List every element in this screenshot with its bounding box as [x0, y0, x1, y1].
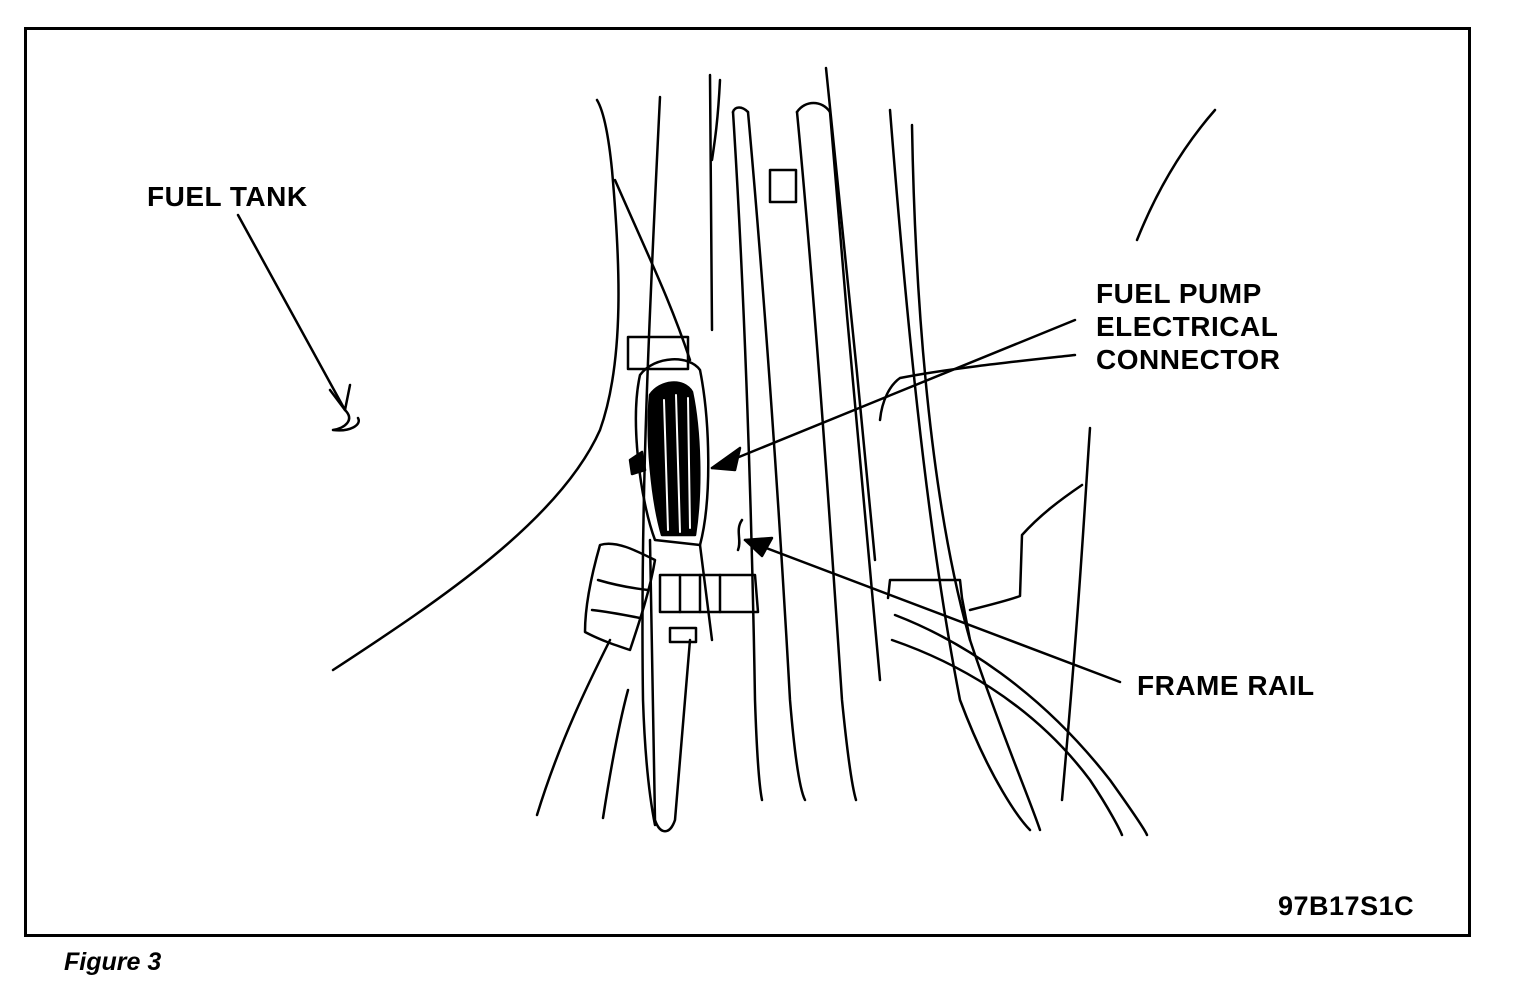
connector-pointer-tail	[878, 353, 1077, 422]
lower-left-line-2	[601, 688, 630, 820]
frame-rail-member-3	[731, 106, 750, 114]
fuel-tank-outline	[331, 98, 620, 672]
fuel-line-fitting	[658, 573, 760, 614]
hose-curve-1	[890, 638, 1124, 837]
frame-rail-arrowhead	[743, 536, 774, 558]
frame-rail-bracket-top	[710, 78, 722, 162]
fuel-tank-arrowhead	[328, 383, 352, 412]
fuel-pump-connector-label: FUEL PUMP ELECTRICAL CONNECTOR	[1096, 277, 1280, 376]
hose-curve-2	[893, 613, 1149, 837]
fuel-pump-connector-label-line-3: CONNECTOR	[1096, 344, 1281, 375]
frame-rail-outer-3	[910, 123, 1042, 832]
connector-arrowhead	[710, 446, 742, 472]
frame-rail-mount	[626, 335, 690, 371]
harness-wrap-folds	[590, 578, 650, 620]
fuel-line-fitting-rings	[678, 573, 722, 614]
lower-left-line-1	[535, 638, 612, 817]
fuel-pump-connector-label-line-2: ELECTRICAL	[1096, 311, 1279, 342]
fuel-tank-pointer-tip	[331, 408, 360, 432]
frame-rail-member-1	[731, 110, 764, 802]
fuel-line-down-2	[698, 543, 714, 642]
figure-caption: Figure 3	[64, 948, 162, 976]
frame-rail-member-5	[828, 110, 882, 682]
frame-rail-member-6	[795, 101, 832, 114]
fuel-tank-pointer-line	[236, 213, 347, 412]
connector-inner-ridges	[663, 394, 691, 533]
connector-housing	[634, 358, 710, 547]
fuel-tank-inner-edge	[613, 178, 692, 362]
figure-frame	[24, 27, 1471, 937]
connector-pointer-line	[710, 318, 1077, 470]
right-curve-top	[1135, 108, 1217, 242]
frame-rail-member-2	[746, 110, 807, 802]
frame-rail-clip	[768, 168, 798, 204]
fuel-pump-connector-label-line-1: FUEL PUMP	[1096, 278, 1262, 309]
frame-rail-outer-2	[888, 108, 1032, 832]
right-bracket	[1060, 426, 1092, 802]
figure-code: 97B17S1C	[1278, 891, 1415, 921]
right-strap	[886, 578, 972, 642]
harness-wrap	[583, 542, 657, 652]
frame-rail-left-edge	[641, 95, 662, 827]
frame-rail-bracket-top-2	[708, 73, 714, 332]
fuel-line-clamp	[668, 626, 698, 644]
fuel-line-down	[648, 538, 692, 833]
fuel-tank-label: FUEL TANK	[147, 181, 308, 212]
right-support	[968, 483, 1084, 612]
frame-rail-label: FRAME RAIL	[1137, 670, 1315, 701]
frame-rail-pointer-line	[743, 538, 1122, 684]
connector-tab	[628, 450, 647, 476]
frame-rail-pointer-tip	[736, 518, 744, 552]
connector-shaded-body	[647, 381, 701, 537]
frame-rail-member-4	[795, 110, 858, 802]
frame-rail-outer-1	[824, 66, 877, 562]
